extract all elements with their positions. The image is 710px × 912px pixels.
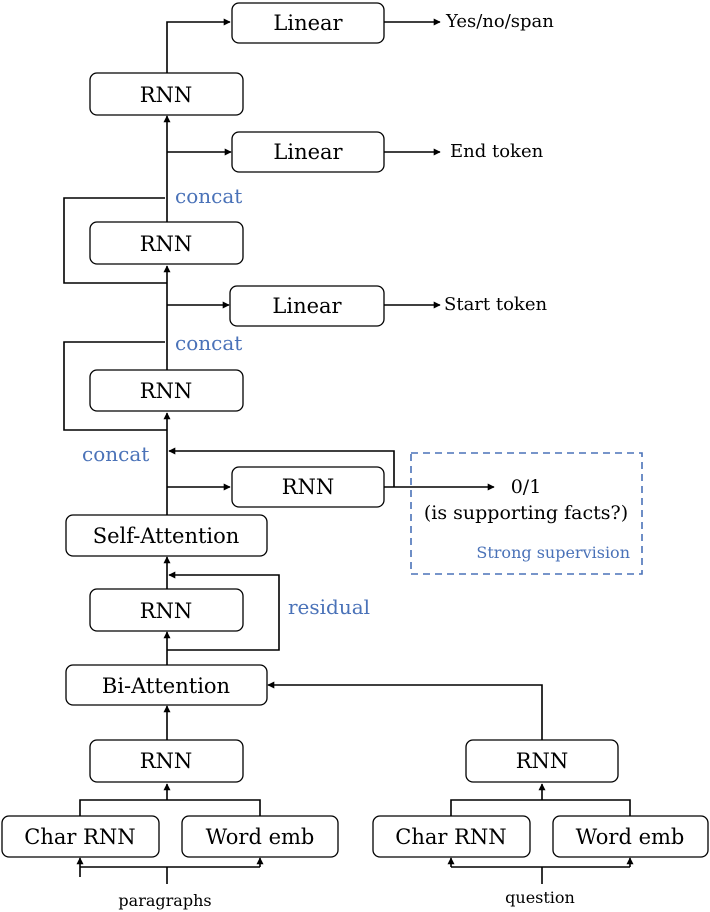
node-rnn-3-label: RNN: [140, 232, 193, 256]
edge-concat-loop-lower: [63, 341, 167, 431]
edge-rnntop-to-linear-top: [166, 18, 231, 73]
annotation-concat-middle: concat: [175, 331, 242, 355]
node-rnn-question-label: RNN: [516, 749, 569, 773]
node-word-emb-question: Word emb: [552, 815, 709, 858]
node-rnn-1: RNN: [89, 588, 244, 632]
node-rnn-support-label: RNN: [282, 475, 335, 499]
input-paragraphs: paragraphs: [118, 891, 211, 910]
node-rnn-question: RNN: [465, 739, 619, 783]
node-char-rnn-question-label: Char RNN: [395, 825, 506, 849]
edge-question-emb-merge: [450, 799, 631, 816]
output-end-token: End token: [450, 141, 544, 162]
edge-residual: [167, 571, 280, 651]
node-linear-top-label: Linear: [273, 11, 343, 35]
edge-question-to-biatt: [267, 681, 543, 740]
node-char-rnn-paragraph: Char RNN: [1, 815, 160, 858]
node-bi-attention-label: Bi-Attention: [102, 674, 230, 698]
edge-support-concat: [168, 447, 395, 487]
annotation-strong-supervision: Strong supervision: [476, 543, 630, 562]
output-answer-type: Yes/no/span: [445, 11, 554, 32]
node-linear-mid-label: Linear: [273, 140, 343, 164]
output-support-sub: (is supporting facts?): [424, 502, 628, 524]
annotation-concat-upper: concat: [175, 184, 242, 208]
node-self-attention: Self-Attention: [65, 514, 268, 557]
node-rnn-support: RNN: [231, 466, 385, 508]
edge-concat-loop-upper: [63, 197, 167, 284]
node-char-rnn-question: Char RNN: [372, 815, 531, 858]
node-word-emb-paragraph-label: Word emb: [206, 825, 315, 849]
node-rnn-top-label: RNN: [140, 83, 193, 107]
node-rnn-paragraph-label: RNN: [140, 749, 193, 773]
node-rnn-1-label: RNN: [140, 599, 193, 623]
output-start-token: Start token: [444, 294, 547, 315]
node-rnn-3: RNN: [89, 221, 244, 265]
node-word-emb-question-label: Word emb: [576, 825, 685, 849]
annotation-residual: residual: [288, 595, 370, 619]
node-linear-start-label: Linear: [272, 294, 342, 318]
node-char-rnn-paragraph-label: Char RNN: [24, 825, 135, 849]
node-rnn-2: RNN: [89, 369, 244, 412]
node-linear-top: Linear: [231, 2, 385, 44]
node-rnn-top: RNN: [89, 72, 244, 116]
node-word-emb-paragraph: Word emb: [181, 815, 339, 858]
node-self-attention-label: Self-Attention: [93, 524, 240, 548]
annotation-concat-lower: concat: [82, 442, 149, 466]
node-rnn-paragraph: RNN: [89, 739, 244, 783]
edge-paragraph-emb-merge: [79, 799, 261, 816]
input-question: question: [505, 888, 575, 907]
strong-supervision-box: [410, 452, 643, 575]
edges: [63, 18, 634, 884]
node-linear-mid: Linear: [231, 131, 385, 173]
output-support: 0/1: [511, 476, 542, 498]
node-linear-start: Linear: [229, 285, 385, 327]
node-bi-attention: Bi-Attention: [65, 664, 268, 706]
node-rnn-2-label: RNN: [140, 379, 193, 403]
